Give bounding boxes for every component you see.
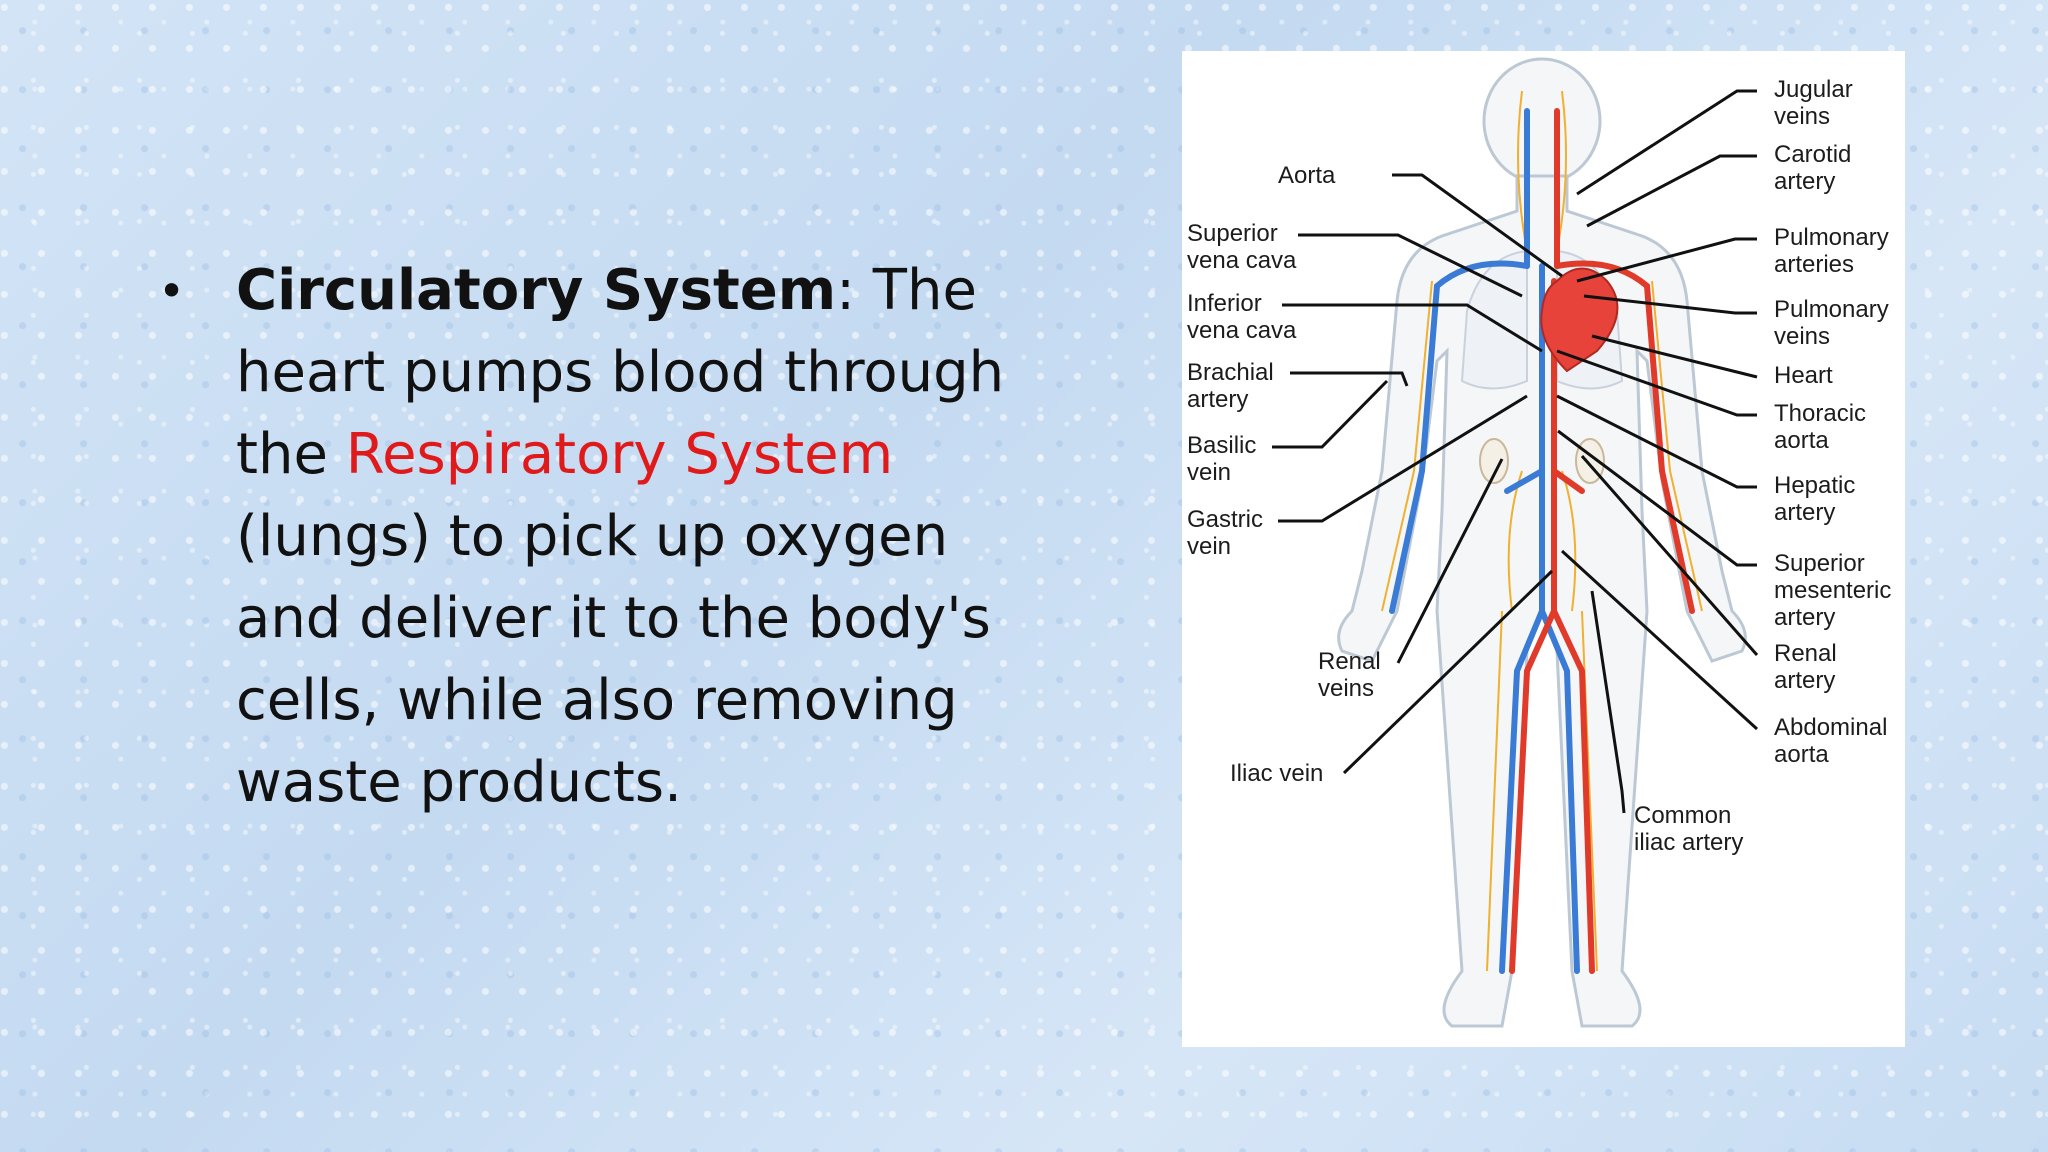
leader-lines xyxy=(1272,89,1759,814)
arteries-red xyxy=(1509,108,1695,974)
label-aorta: Aorta xyxy=(1278,162,1336,189)
heart-shape xyxy=(1540,267,1619,373)
bullet-icon: • xyxy=(158,264,186,318)
yellow-vessels xyxy=(1381,90,1703,972)
text-after-highlight: (lungs) to pick up oxygen and deliver it… xyxy=(236,504,991,815)
highlight-respiratory-system: Respiratory System xyxy=(345,422,894,487)
label-heart: Heart xyxy=(1774,362,1833,389)
term-circulatory-system: Circulatory System xyxy=(236,258,837,323)
slide-body-text: • Circulatory System: The heart pumps bl… xyxy=(150,250,1050,824)
term-colon: : xyxy=(836,258,855,323)
text-before-highlight: The heart pumps blood through the xyxy=(236,258,1005,487)
label-iliac-vein: Iliac vein xyxy=(1230,760,1323,787)
bullet-paragraph: Circulatory System: The heart pumps bloo… xyxy=(236,250,1050,824)
